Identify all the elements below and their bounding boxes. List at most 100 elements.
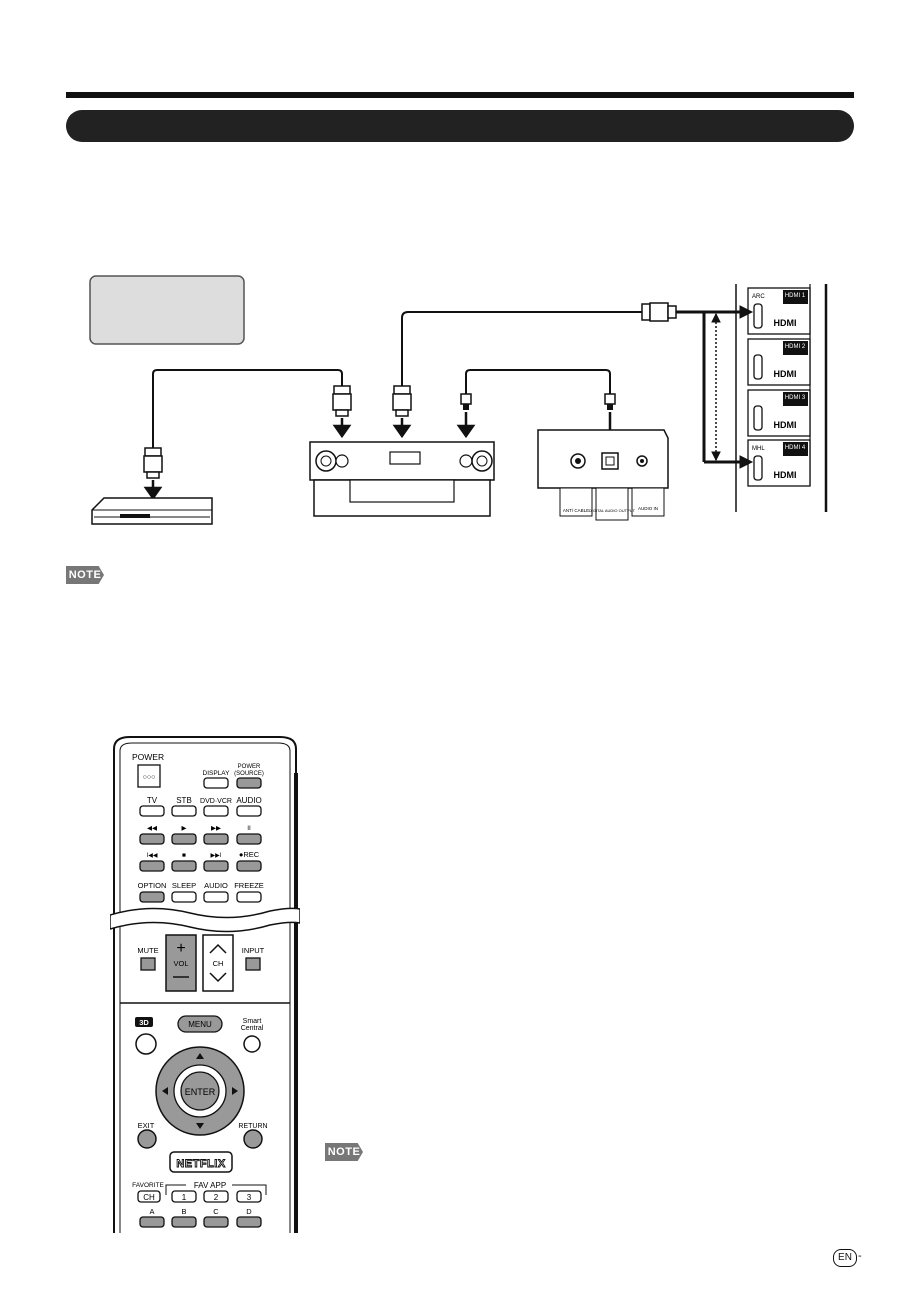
page-number-dash: - [858, 1250, 862, 1262]
netflix-button[interactable] [169, 1151, 233, 1173]
top-rule [66, 92, 854, 98]
remote-control: POWER ○○○ DISPLAY POWER (SOURCE) TV STB … [110, 736, 300, 1233]
mute-label: MUTE [137, 946, 158, 955]
key-b-label: B [181, 1207, 186, 1216]
hdmi2-logo: HDMI [774, 369, 797, 379]
fav-section: FAVORITE CH FAV APP 1 2 3 [132, 1181, 267, 1203]
tv-label: TV [147, 796, 158, 805]
ff-button[interactable] [203, 833, 229, 845]
pause-label: II [247, 825, 251, 832]
sleep-label: SLEEP [172, 881, 196, 890]
rec-button[interactable] [236, 860, 262, 872]
audio-source-label: AUDIO [236, 796, 261, 805]
key-d-button[interactable] [236, 1216, 262, 1228]
freeze-button[interactable] [236, 891, 262, 903]
panel-label-audio-in: AUDIO IN [638, 506, 658, 511]
note-badge-top: NOTE [66, 566, 104, 584]
freeze-label: FREEZE [234, 881, 264, 890]
hdmi-plug-bdplayer [143, 447, 163, 479]
navigation-section: 3D MENU Smart Central ENTER EXIT RETURN [135, 1015, 268, 1149]
panel-label-digital: DIGITAL AUDIO OUTPUT [589, 508, 636, 513]
media-row-2: I◀◀ ■ ▶▶I ●REC [139, 850, 262, 872]
pause-button[interactable] [236, 833, 262, 845]
3d-button[interactable] [135, 1033, 157, 1055]
ch-up-icon [209, 943, 227, 954]
key-b-button[interactable] [171, 1216, 197, 1228]
key-a-button[interactable] [139, 1216, 165, 1228]
ch-down-icon [209, 972, 227, 983]
next-label: ▶▶I [211, 853, 222, 859]
hdmi-plug-tv [641, 302, 677, 322]
exit-label: EXIT [138, 1121, 155, 1130]
bd-player-device [91, 497, 213, 525]
hdmi4-logo: HDMI [774, 470, 797, 480]
fav-app-2-label: 2 [214, 1193, 219, 1202]
tv-hdmi-column: HDMI 1 HDMI 2 HDMI 3 HDMI 4 ARC MHL HDMI… [735, 284, 828, 512]
rewind-button[interactable] [139, 833, 165, 845]
display-button[interactable] [203, 777, 229, 789]
dvd-vcr-label: DVD·VCR [200, 798, 232, 805]
cables [152, 311, 642, 448]
return-button[interactable] [243, 1129, 263, 1149]
vol-plus-icon: + [176, 940, 185, 957]
next-button[interactable] [203, 860, 229, 872]
option-button[interactable] [139, 891, 165, 903]
hdmi3-logo: HDMI [774, 420, 797, 430]
exit-button[interactable] [137, 1129, 157, 1149]
fav-app-3-label: 3 [247, 1193, 252, 1202]
hdmi4-label: HDMI 4 [785, 445, 806, 451]
favorite-ch-label: CH [143, 1193, 155, 1202]
audio-source-button[interactable] [236, 805, 262, 817]
hdmi2-label: HDMI 2 [785, 344, 806, 350]
3d-badge [135, 1017, 153, 1027]
fav-app-2-button[interactable] [203, 1190, 229, 1203]
stop-button[interactable] [171, 860, 197, 872]
menu-label: MENU [188, 1020, 212, 1029]
key-c-button[interactable] [203, 1216, 229, 1228]
prev-button[interactable] [139, 860, 165, 872]
stop-label: ■ [182, 852, 186, 859]
return-label: RETURN [238, 1123, 267, 1130]
av-receiver-device [309, 441, 495, 517]
optical-plug-receiver [460, 393, 472, 410]
power-source-label-2: (SOURCE) [234, 771, 264, 777]
color-keys: A B C D [139, 1207, 262, 1228]
smart-central-label-2: Central [241, 1025, 264, 1032]
favorite-ch-button[interactable] [137, 1190, 161, 1203]
mute-button[interactable] [140, 957, 156, 971]
power-button[interactable] [137, 764, 161, 788]
fav-app-1-button[interactable] [171, 1190, 197, 1203]
key-c-label: C [213, 1207, 219, 1216]
rec-label: ●REC [239, 850, 260, 859]
display-label: DISPLAY [203, 770, 231, 777]
fav-app-3-button[interactable] [236, 1190, 262, 1203]
enter-button[interactable] [180, 1071, 220, 1111]
smart-central-button[interactable] [243, 1035, 261, 1053]
input-button[interactable] [245, 957, 261, 971]
menu-button[interactable] [177, 1015, 223, 1033]
vol-ch-section: MUTE + VOL CH INPUT [137, 934, 265, 992]
power-source-button[interactable] [236, 777, 262, 789]
tv-button[interactable] [139, 805, 165, 817]
dvd-vcr-button[interactable] [203, 805, 229, 817]
3d-label: 3D [139, 1018, 149, 1027]
input-label: INPUT [242, 946, 265, 955]
tv-connection-arrows [676, 305, 754, 469]
note-badge-bottom: NOTE [325, 1143, 363, 1161]
vol-rocker[interactable] [165, 934, 197, 992]
stb-button[interactable] [171, 805, 197, 817]
callout-box [89, 275, 245, 345]
fav-app-label: FAV APP [194, 1181, 226, 1190]
sleep-button[interactable] [171, 891, 197, 903]
hdmi1-label: HDMI 1 [785, 293, 806, 299]
play-button[interactable] [171, 833, 197, 845]
hdmi1-logo: HDMI [774, 318, 797, 328]
prev-label: I◀◀ [147, 853, 158, 859]
hdmi-plug-receiver-in [332, 385, 352, 417]
function-row: OPTION SLEEP AUDIO FREEZE [138, 881, 264, 903]
media-row-1: ◀◀ ▶ ▶▶ II [139, 825, 262, 845]
vol-label: VOL [173, 959, 188, 968]
audio-func-label: AUDIO [204, 881, 228, 890]
audio-func-button[interactable] [203, 891, 229, 903]
netflix-section: NETFLIX [169, 1151, 233, 1173]
